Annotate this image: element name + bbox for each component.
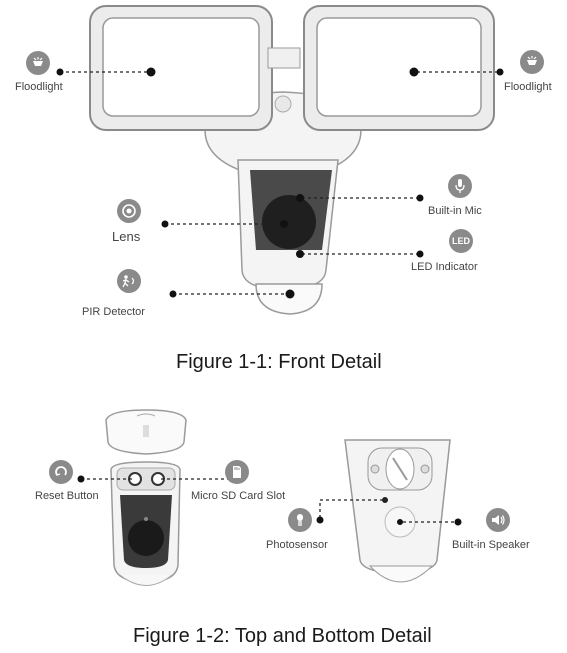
led-icon: LED xyxy=(449,229,473,253)
floodlight-left-housing xyxy=(89,5,273,131)
pir-dome xyxy=(255,283,323,315)
label-pir-detector: PIR Detector xyxy=(82,306,145,318)
floodlight-right-housing xyxy=(303,5,495,131)
leader-lines-fig1 xyxy=(60,71,500,295)
camera-bottom-body xyxy=(110,461,181,586)
reset-icon xyxy=(49,460,73,484)
lens-icon xyxy=(117,199,141,223)
floodlight-icon xyxy=(520,50,544,74)
sd-card-icon xyxy=(225,460,249,484)
label-builtin-speaker: Built-in Speaker xyxy=(452,539,530,551)
label-reset-button: Reset Button xyxy=(35,490,99,502)
label-lens: Lens xyxy=(112,229,141,244)
top-cap xyxy=(105,409,187,455)
microphone-icon xyxy=(448,174,472,198)
figure-1-1-caption: Figure 1-1: Front Detail xyxy=(176,351,382,373)
leader-dots-fig1 xyxy=(56,67,504,299)
led-icon-text: LED xyxy=(452,236,470,246)
photosensor-icon xyxy=(288,508,312,532)
leader-lines-fig2 xyxy=(81,478,458,523)
label-micro-sd-card-slot: Micro SD Card Slot xyxy=(191,490,286,502)
label-led-indicator: LED Indicator xyxy=(411,261,478,273)
speaker-icon xyxy=(486,508,510,532)
camera-back-body xyxy=(344,439,451,583)
label-photosensor: Photosensor xyxy=(266,539,328,551)
figure-1-2-caption: Figure 1-2: Top and Bottom Detail xyxy=(133,625,432,647)
pir-motion-icon xyxy=(117,269,141,293)
label-floodlight-left: Floodlight xyxy=(15,81,63,93)
label-builtin-mic: Built-in Mic xyxy=(428,205,482,217)
label-floodlight-right: Floodlight xyxy=(504,81,552,93)
floodlight-icon xyxy=(26,51,50,75)
